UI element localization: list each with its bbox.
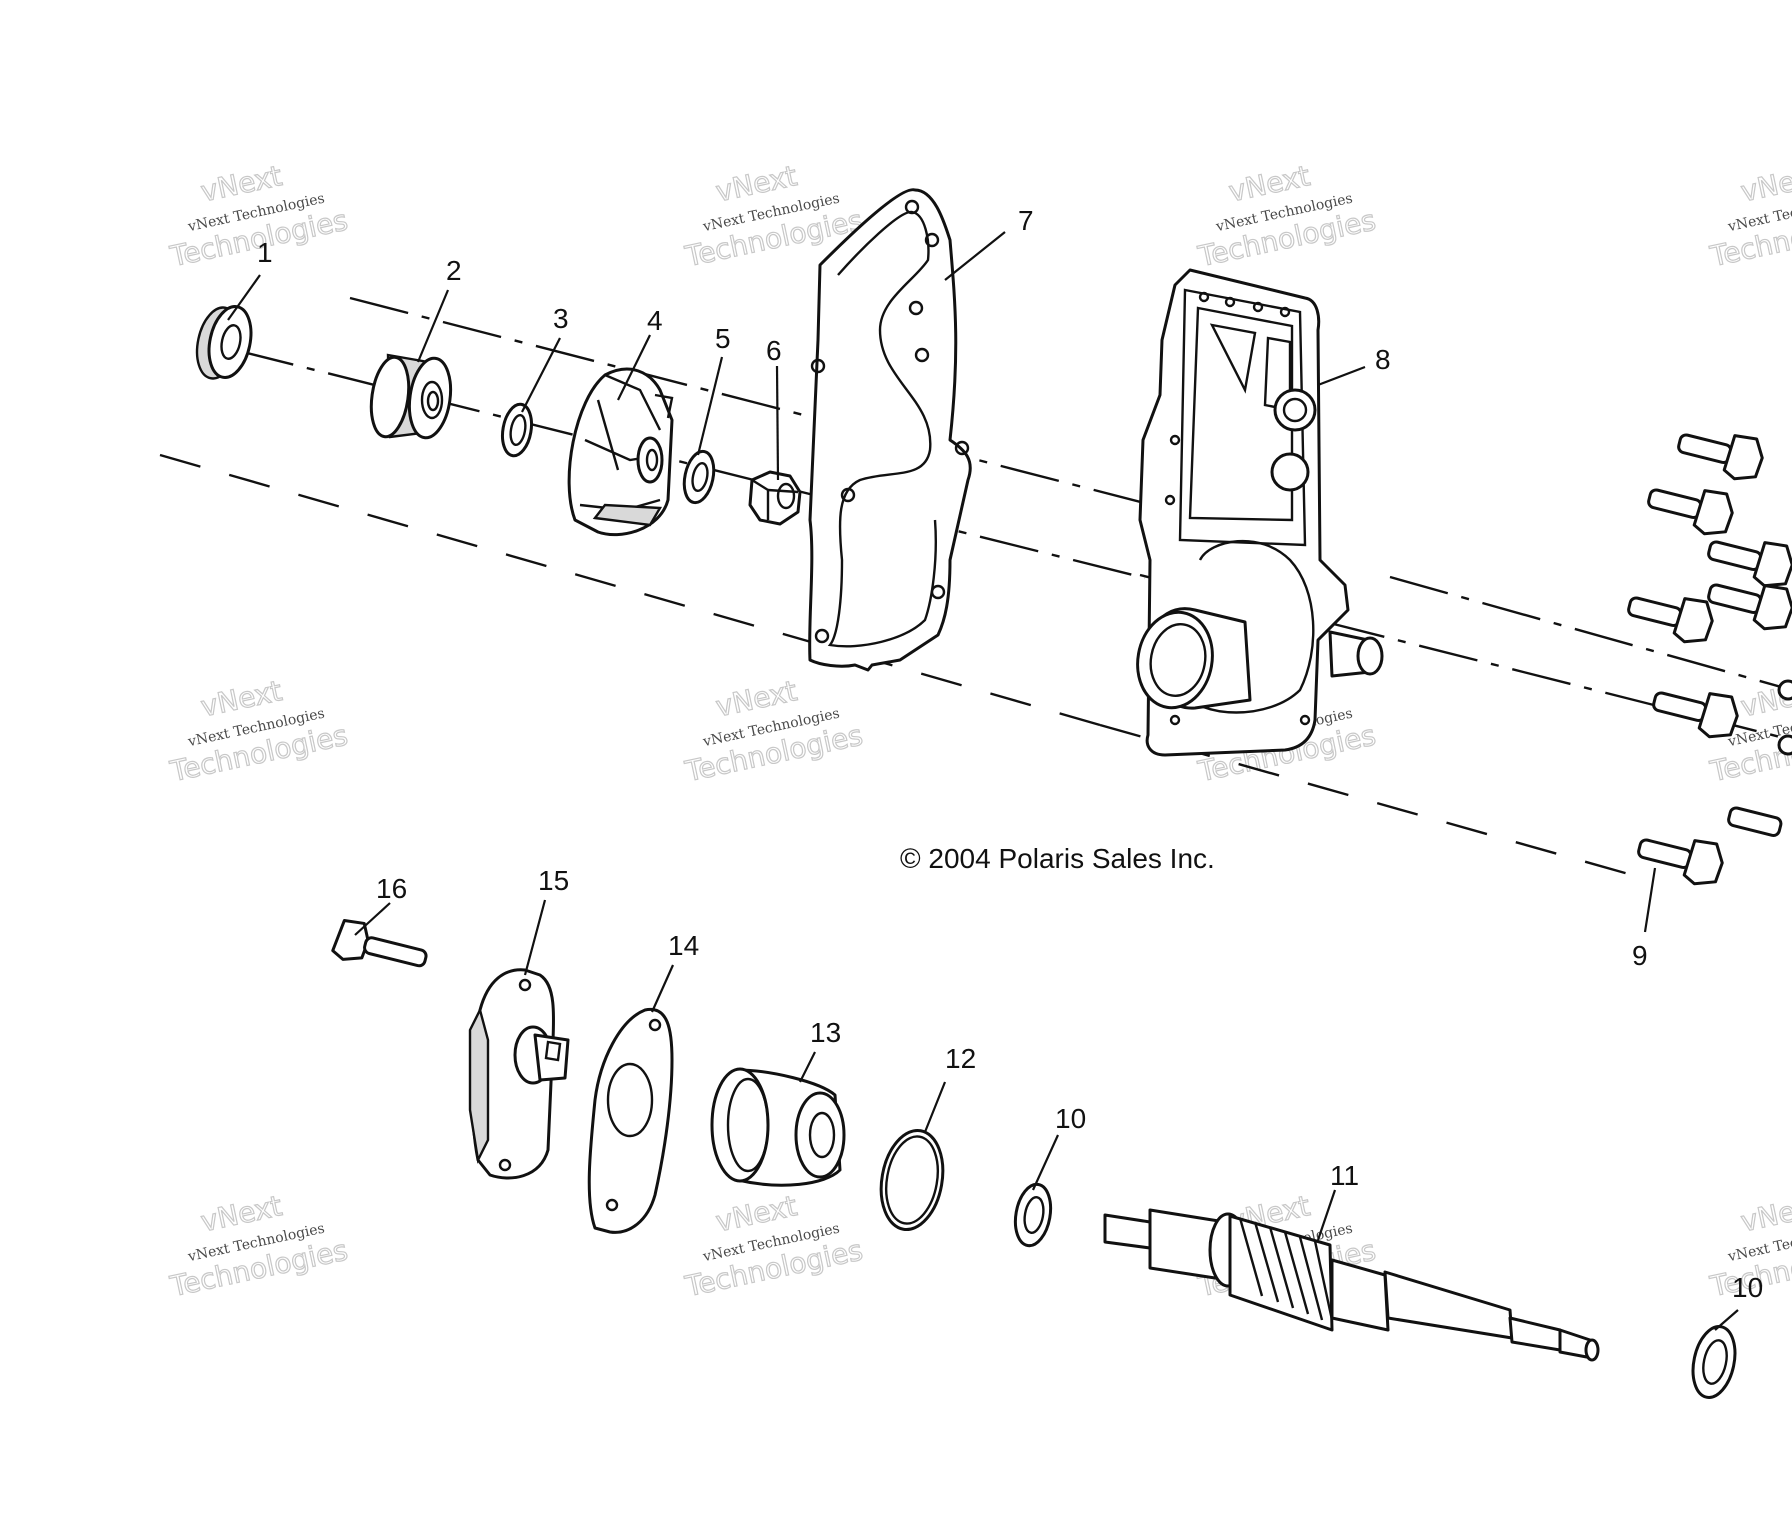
callout-8: 8 <box>1375 344 1391 375</box>
callout-4: 4 <box>647 305 663 336</box>
part-2-bearing <box>369 353 453 440</box>
callout-labels: 1 2 3 4 5 6 7 8 9 10 11 12 13 14 15 16 1… <box>257 205 1763 1303</box>
callout-15: 15 <box>538 865 569 896</box>
part-8-housing <box>1136 268 1384 757</box>
leader-lines <box>227 231 1739 1331</box>
part-14-gasket <box>587 1007 674 1234</box>
part-11-shaft <box>1103 1208 1600 1362</box>
bolt <box>1677 433 1764 481</box>
callout-16: 16 <box>376 873 407 904</box>
copyright-notice: © 2004 Polaris Sales Inc. <box>900 843 1215 874</box>
callout-3: 3 <box>553 303 569 334</box>
callout-10: 10 <box>1055 1103 1086 1134</box>
part-1-seal <box>195 305 253 380</box>
part-4-impeller <box>567 367 674 537</box>
part-12-o-ring <box>879 1128 945 1232</box>
part-6-nut <box>748 470 802 526</box>
watermark-brand: vNext <box>1738 1189 1792 1238</box>
part-16-bolt <box>331 919 428 968</box>
bolt <box>1637 838 1724 886</box>
bolt <box>1707 540 1792 588</box>
bolt <box>1727 806 1783 837</box>
callout-10-right: 10 <box>1732 1272 1763 1303</box>
part-15-flange <box>468 968 570 1180</box>
callout-13: 13 <box>810 1017 841 1048</box>
callout-1: 1 <box>257 237 273 268</box>
part-3-washer <box>500 402 534 458</box>
callout-11: 11 <box>1330 1160 1359 1191</box>
part-5-washer <box>682 449 716 505</box>
part-10-washer <box>1013 1182 1053 1248</box>
part-10-washer-right <box>1691 1325 1737 1399</box>
callout-2: 2 <box>446 255 462 286</box>
bolt <box>1647 488 1734 536</box>
callout-6: 6 <box>766 335 782 366</box>
bolt <box>1707 583 1792 631</box>
part-7-gasket <box>808 188 972 672</box>
part-9-bolts <box>1627 433 1792 886</box>
callout-5: 5 <box>715 323 731 354</box>
watermark-brand: vNext <box>1738 159 1792 208</box>
callout-7: 7 <box>1018 205 1034 236</box>
callout-14: 14 <box>668 930 699 961</box>
bolt <box>1652 691 1739 739</box>
bolt <box>1627 596 1714 644</box>
callout-9: 9 <box>1632 940 1648 971</box>
callout-12: 12 <box>945 1043 976 1074</box>
part-13-sleeve <box>710 1067 846 1187</box>
